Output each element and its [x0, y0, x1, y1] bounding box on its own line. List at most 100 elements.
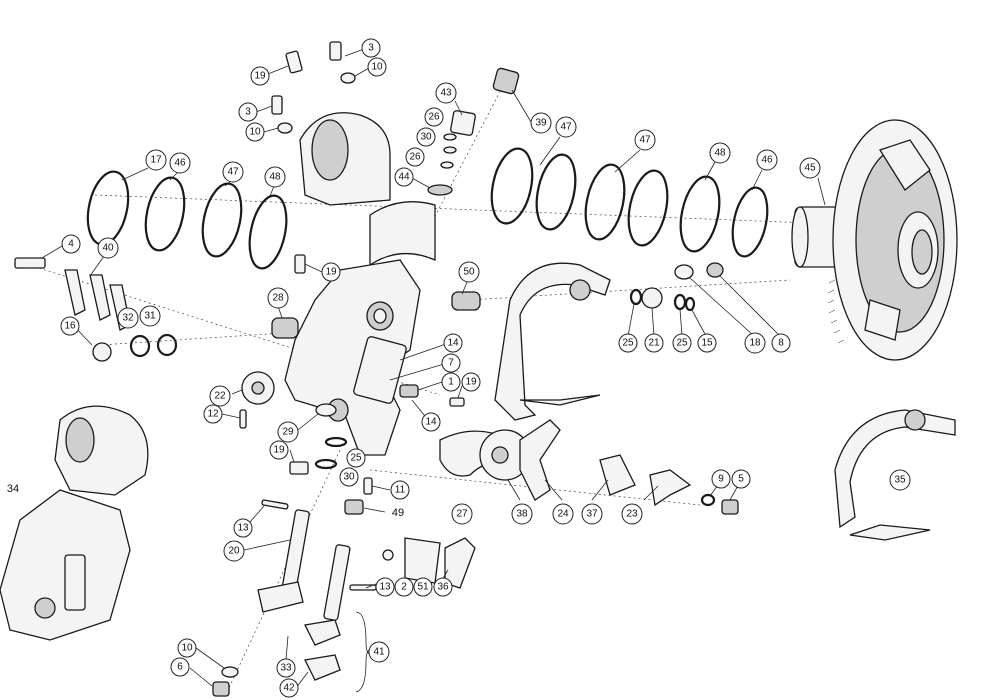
- leader-13a: [249, 505, 265, 523]
- callout-c47c: 47: [222, 161, 244, 183]
- screw-3-mid: [271, 95, 283, 115]
- callout-c25b: 25: [672, 333, 692, 353]
- callout-c50: 50: [458, 261, 480, 283]
- svg-text:13: 13: [237, 523, 249, 534]
- leader-1: [417, 381, 443, 391]
- gear-hub-front: [791, 206, 809, 268]
- svg-text:33: 33: [280, 663, 292, 674]
- nut-39: [492, 67, 520, 95]
- leader-8: [719, 275, 781, 337]
- leader-20: [243, 539, 291, 551]
- washer-9: [700, 493, 716, 507]
- cam-38-hub: [491, 446, 509, 464]
- vertical-axis-upper: [419, 81, 506, 246]
- leader-48b: [269, 185, 275, 197]
- nut-6: [212, 681, 230, 697]
- svg-text:41: 41: [373, 647, 385, 658]
- svg-text:42: 42: [283, 683, 295, 694]
- svg-text:10: 10: [371, 62, 383, 73]
- leader-29: [297, 413, 319, 431]
- svg-text:19: 19: [325, 267, 337, 278]
- svg-text:36: 36: [437, 582, 449, 593]
- svg-text:10: 10: [181, 643, 193, 654]
- leader-38: [507, 479, 521, 501]
- leader-33: [285, 635, 289, 661]
- svg-text:50: 50: [463, 267, 475, 278]
- gear-wheel-45: [791, 119, 958, 361]
- svg-text:3: 3: [368, 43, 374, 54]
- ring-47-left: [201, 182, 243, 258]
- callout-c40: 40: [97, 237, 119, 259]
- svg-text:10: 10: [249, 127, 261, 138]
- svg-text:39: 39: [535, 118, 547, 129]
- leader-45: [817, 177, 826, 206]
- svg-text:35: 35: [894, 475, 906, 486]
- callout-c8: 8: [771, 333, 791, 353]
- leader-11: [371, 485, 391, 491]
- shaft-41: [323, 544, 351, 621]
- screw-2: [382, 549, 394, 561]
- svg-text:51: 51: [417, 582, 429, 593]
- screw-19-top: [285, 50, 303, 74]
- svg-text:46: 46: [761, 155, 773, 166]
- leader-47a: [539, 136, 561, 166]
- callout-c19a: 19: [250, 66, 270, 86]
- svg-text:47: 47: [560, 122, 572, 133]
- leader-21: [651, 307, 655, 337]
- ring-47-a: [490, 147, 534, 225]
- plate-36: [404, 537, 441, 584]
- svg-text:30: 30: [420, 132, 432, 143]
- leader-46b: [169, 171, 179, 181]
- leader-19b: [304, 263, 323, 273]
- callout-c19d: 19: [269, 440, 289, 460]
- leader-lines: [41, 48, 826, 693]
- callout-c48b: 48: [264, 166, 286, 188]
- ring-47-d: [627, 169, 669, 247]
- callout-c16: 16: [60, 316, 80, 336]
- svg-text:47: 47: [639, 135, 651, 146]
- callout-c30b: 30: [339, 467, 359, 487]
- leader-39: [511, 89, 532, 123]
- callout-c25c: 25: [346, 448, 366, 468]
- callout-c2: 2: [394, 577, 414, 597]
- svg-text:32: 32: [122, 313, 134, 324]
- leader-18: [689, 277, 755, 337]
- callout-c1: 1: [441, 372, 461, 392]
- frame-bore-inner: [373, 308, 387, 324]
- leader-48a: [704, 161, 716, 181]
- callout-c26b: 26: [405, 147, 425, 167]
- ring-47-b: [535, 153, 577, 231]
- nut-8: [706, 262, 724, 278]
- callout-c48a: 48: [709, 142, 731, 164]
- callout-c36: 36: [433, 577, 453, 597]
- svg-text:27: 27: [456, 509, 468, 520]
- bolt-4: [14, 257, 46, 269]
- leader-19a: [267, 65, 289, 75]
- cam-lever-boss: [569, 279, 591, 301]
- leader-23: [643, 485, 659, 501]
- callout-c5: 5: [731, 469, 751, 489]
- frame-arm: [353, 336, 407, 404]
- callout-c45: 45: [799, 157, 821, 179]
- callout-c46b: 46: [169, 152, 191, 174]
- callout-c19b: 19: [321, 262, 341, 282]
- lever-35: [834, 409, 956, 541]
- leader-4: [41, 245, 63, 259]
- svg-text:11: 11: [395, 485, 406, 496]
- svg-text:16: 16: [64, 321, 76, 332]
- washer-18: [674, 264, 694, 280]
- washer-10-bottom: [221, 666, 239, 678]
- callout-c37: 37: [581, 503, 603, 525]
- callout-c28: 28: [267, 287, 289, 309]
- nut-5: [721, 499, 739, 515]
- callout-c10a: 10: [367, 57, 387, 77]
- leader-40: [89, 255, 105, 277]
- svg-text:3: 3: [245, 107, 251, 118]
- svg-text:25: 25: [622, 338, 634, 349]
- bush-16: [92, 342, 112, 362]
- fork-41: [304, 619, 341, 646]
- pinion-shaft-axis: [227, 449, 341, 691]
- svg-text:9: 9: [718, 474, 724, 485]
- callout-c44: 44: [394, 167, 414, 187]
- callout-c13b: 13: [375, 577, 395, 597]
